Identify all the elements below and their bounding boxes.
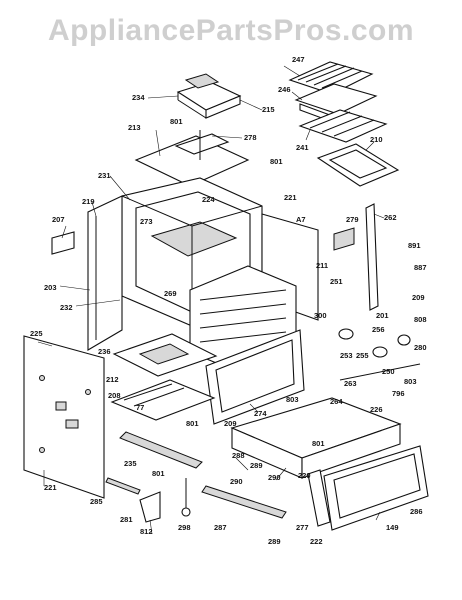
callout-label: 208 xyxy=(108,391,121,400)
callout-label: 209 xyxy=(224,419,237,428)
callout-label: 203 xyxy=(44,283,57,292)
bottom-tray-part xyxy=(316,143,400,187)
callout-label: 207 xyxy=(52,215,65,224)
callout-label: 279 xyxy=(346,215,359,224)
callout-label: 220 xyxy=(298,471,311,480)
broiler-burner-part xyxy=(176,73,242,119)
callout-label: 231 xyxy=(98,171,111,180)
callout-label: 263 xyxy=(344,379,357,388)
callout-label: 796 xyxy=(392,389,405,398)
callout-label: 891 xyxy=(408,241,421,250)
callout-label: 803 xyxy=(286,395,299,404)
callout-label: 251 xyxy=(330,277,343,286)
callout-label: 277 xyxy=(296,523,309,532)
callout-label: 221 xyxy=(44,483,57,492)
side-panel-part xyxy=(87,195,123,351)
callout-label: 289 xyxy=(250,461,263,470)
callout-label: 212 xyxy=(106,375,119,384)
callout-label: 219 xyxy=(82,197,95,206)
callout-label: 246 xyxy=(278,85,291,94)
callout-label: 278 xyxy=(244,133,257,142)
callout-label: 209 xyxy=(412,293,425,302)
callout-label: 235 xyxy=(124,459,137,468)
bracket-part xyxy=(51,231,75,255)
callout-label: 801 xyxy=(312,439,325,448)
callout-label: 290 xyxy=(230,477,243,486)
callout-label: 226 xyxy=(370,405,383,414)
callout-label: 274 xyxy=(254,409,267,418)
callout-label: 812 xyxy=(140,527,153,536)
oven-rack-part xyxy=(298,109,388,143)
callout-label: 241 xyxy=(296,143,309,152)
callout-label: 288 xyxy=(232,451,245,460)
callout-label: 224 xyxy=(202,195,215,204)
callout-label: 262 xyxy=(384,213,397,222)
side-rod-part xyxy=(365,203,379,311)
callout-label: 269 xyxy=(164,289,177,298)
callout-label: 201 xyxy=(376,311,389,320)
oven-door-part xyxy=(205,329,305,425)
callout-label: 300 xyxy=(314,311,327,320)
drawer-front-part xyxy=(323,445,429,531)
callout-label: 801 xyxy=(152,469,165,478)
callout-label: 298 xyxy=(178,523,191,532)
callout-label: 210 xyxy=(370,135,383,144)
leader-lines xyxy=(37,65,385,535)
callout-label: 281 xyxy=(120,515,133,524)
callout-label: 77 xyxy=(136,403,144,412)
drawer-rail-part xyxy=(201,485,287,519)
top-panel-part xyxy=(134,130,250,187)
broiler-grid-part xyxy=(288,61,374,95)
callout-label: 273 xyxy=(140,217,153,226)
callout-label: 221 xyxy=(284,193,297,202)
callout-label: 215 xyxy=(262,105,275,114)
callout-label: 289 xyxy=(268,537,281,546)
callout-label: 801 xyxy=(170,117,183,126)
callout-labels: 234 215 247 246 241 210 213 801 278 801 … xyxy=(30,55,427,546)
kick-plate-part xyxy=(307,469,331,527)
bake-element-part xyxy=(110,379,216,421)
burner-tube-part xyxy=(119,431,203,469)
callout-label: 286 xyxy=(410,507,423,516)
callout-label: 808 xyxy=(414,315,427,324)
watermark: AppliancePartsPros.com xyxy=(47,14,415,47)
callout-label: 211 xyxy=(316,261,328,270)
drawer-part xyxy=(230,397,402,479)
callout-label: 149 xyxy=(386,523,399,532)
burner-part xyxy=(112,333,218,377)
callout-label: 287 xyxy=(214,523,227,532)
valve-parts xyxy=(338,328,421,381)
callout-label: 801 xyxy=(186,419,199,428)
callout-label: 801 xyxy=(270,157,283,166)
callout-label: 803 xyxy=(404,377,417,386)
callout-label: 225 xyxy=(30,329,43,338)
callout-label: 264 xyxy=(330,397,343,406)
callout-label: 236 xyxy=(98,347,111,356)
callout-label: 250 xyxy=(382,367,395,376)
callout-label: 290 xyxy=(268,473,281,482)
callout-label: 222 xyxy=(310,537,323,546)
callout-label: 280 xyxy=(414,343,427,352)
callout-label: 213 xyxy=(128,123,141,132)
leveling-leg-part xyxy=(181,478,191,517)
front-panel-part xyxy=(23,335,105,499)
leveling-bracket-part xyxy=(139,491,161,523)
callout-label: 234 xyxy=(132,93,145,102)
rail-part xyxy=(105,477,141,495)
callout-label: 232 xyxy=(60,303,73,312)
callout-label: 887 xyxy=(414,263,427,272)
callout-label: A7 xyxy=(296,215,306,224)
callout-label: 255 xyxy=(356,351,369,360)
callout-label: 285 xyxy=(90,497,103,506)
callout-label: 256 xyxy=(372,325,385,334)
callout-label: 247 xyxy=(292,55,305,64)
callout-label: 253 xyxy=(340,351,353,360)
